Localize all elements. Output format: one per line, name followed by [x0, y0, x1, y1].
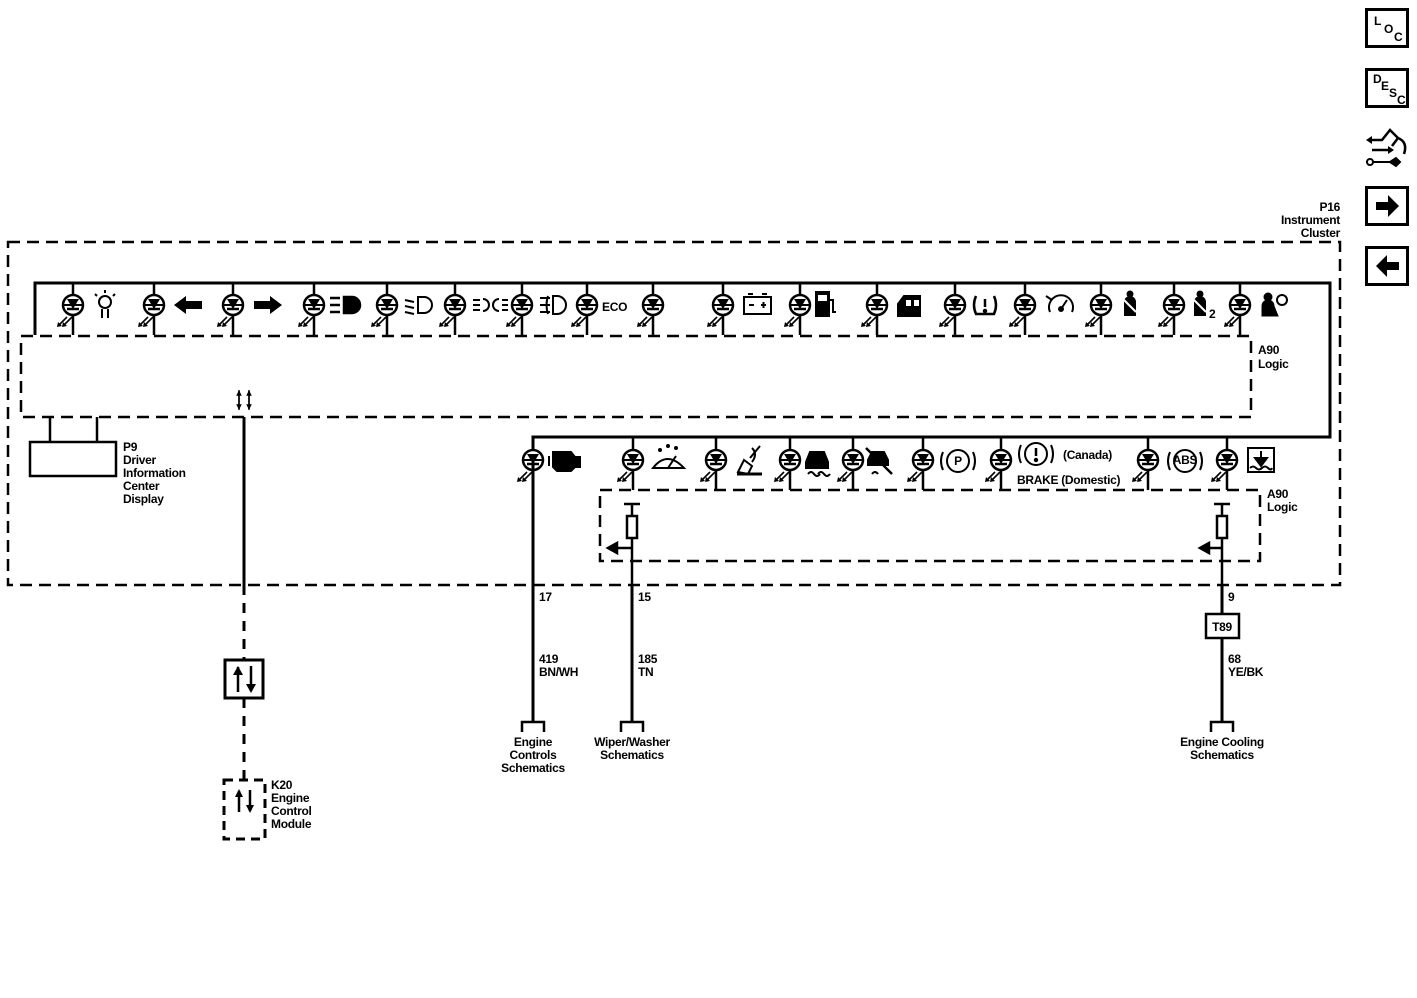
circuit-2-dest-0: Engine Cooling [1180, 735, 1264, 749]
circuit-2-color: YE/BK [1228, 665, 1264, 679]
circuit-1-color: TN [638, 665, 653, 679]
check-engine-icon [548, 451, 581, 472]
fog-lamp-icon [540, 295, 567, 315]
dic-connection [28, 417, 118, 478]
circuit-2-number: 68 [1228, 652, 1241, 666]
splice-t89-box [1204, 612, 1241, 640]
module-line1: Instrument [1281, 213, 1340, 227]
ecm-line-2: Module [271, 817, 312, 831]
eco-icon: ECO [602, 300, 627, 314]
circuit-wires [531, 460, 1224, 722]
door-ajar-icon [897, 295, 921, 317]
wrench-flow-icon[interactable] [1362, 124, 1412, 174]
desc-letter-s: S [1389, 86, 1398, 100]
traction-control-icon [805, 451, 831, 477]
circuit-1-dest-1: Schematics [600, 748, 664, 762]
dic-line-3: Display [123, 492, 164, 506]
bulb-check-icon [94, 290, 116, 318]
circuit-terminals [520, 720, 1235, 732]
turn-left-icon [174, 296, 202, 314]
dic-line-0: Driver [123, 453, 157, 467]
logic-box-top [19, 334, 1253, 419]
circuit-1-number: 185 [638, 652, 658, 666]
abs-label: ABS [1173, 453, 1198, 467]
brake-icon [1018, 442, 1054, 466]
seatbelt-icon [1123, 290, 1137, 316]
logic-top-name: A90 [1258, 343, 1280, 357]
instrument-cluster-boundary [6, 240, 1342, 587]
fuel-icon [815, 291, 836, 317]
oil-icon [736, 445, 762, 476]
airbag-icon [1261, 292, 1288, 317]
battery-icon [743, 293, 772, 315]
desc-letter-c: C [1397, 93, 1406, 107]
traction-off-icon [865, 447, 893, 475]
temperature-icon [1247, 447, 1275, 473]
next-button[interactable] [1365, 186, 1409, 226]
seatbelt-2-label: 2 [1209, 307, 1216, 321]
dic-display-box [28, 440, 118, 478]
park-label: P [954, 454, 962, 468]
loc-letter-o: O [1384, 22, 1394, 36]
turn-right-icon [254, 296, 282, 314]
logic-bottom-line2: Logic [1267, 500, 1298, 514]
loc-letter-c: C [1394, 30, 1403, 44]
circuit-0-dest-2: Schematics [501, 761, 565, 775]
circuit-0-color: BN/WH [539, 665, 578, 679]
park-icon [940, 449, 976, 473]
circuit-0-pin: 17 [539, 590, 552, 604]
brake-canada-label: (Canada) [1063, 448, 1112, 462]
abs-icon [1167, 449, 1203, 473]
logic-bottom-name: A90 [1267, 487, 1289, 501]
dic-line-1: Information [123, 466, 186, 480]
serial-data-arrows-icon [235, 389, 253, 411]
arrow-left-icon [1376, 255, 1399, 277]
cruise-icon [1045, 294, 1074, 313]
ecm-name: K20 [271, 778, 293, 792]
back-button[interactable] [1365, 246, 1409, 286]
low-beam-icon [404, 296, 433, 315]
circuit-1-pin: 15 [638, 590, 651, 604]
circuit-1-dest-0: Wiper/Washer [594, 735, 670, 749]
description-button[interactable]: D E S C [1365, 68, 1409, 108]
cooling-input-circuit [1197, 502, 1230, 585]
desc-letter-d: D [1373, 72, 1382, 86]
desc-letter-e: E [1381, 79, 1390, 93]
module-line2: Cluster [1301, 226, 1341, 240]
high-beam-icon [330, 295, 362, 315]
splice-t89-label: T89 [1212, 620, 1232, 634]
arrow-right-icon [1376, 195, 1399, 217]
dic-line-2: Center [123, 479, 160, 493]
location-button[interactable]: L O C [1365, 8, 1409, 48]
washer-fluid-icon [650, 444, 687, 469]
circuit-2-pin: 9 [1228, 590, 1235, 604]
circuit-0-dest-1: Controls [510, 748, 558, 762]
brake-domestic-label: BRAKE (Domestic) [1017, 473, 1121, 487]
wiper-input-circuit [605, 502, 640, 585]
circuit-0-dest-0: Engine [514, 735, 553, 749]
dic-name: P9 [123, 440, 138, 454]
logic-top-line2: Logic [1258, 357, 1289, 371]
ecm-box [222, 778, 267, 841]
tire-pressure-icon [972, 295, 998, 316]
top-indicator-bus [33, 281, 1332, 460]
ecm-line-1: Control [271, 804, 312, 818]
seatbelt-2-icon [1193, 290, 1207, 316]
logic-box-bottom [598, 488, 1262, 563]
module-name: P16 [1320, 200, 1341, 214]
ecm-line-0: Engine [271, 791, 310, 805]
serial-data-connector [223, 658, 265, 700]
circuit-0-number: 419 [539, 652, 559, 666]
circuit-2-dest-1: Schematics [1190, 748, 1254, 762]
parking-lamp-icon [473, 298, 508, 312]
loc-letter-l: L [1374, 14, 1382, 28]
